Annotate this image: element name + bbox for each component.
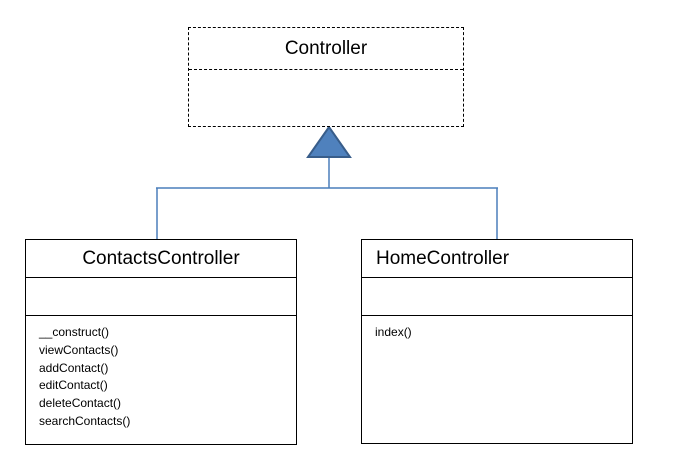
method-search-contacts: searchContacts()	[39, 413, 131, 428]
method-index: index()	[375, 325, 412, 339]
class-methods: __construct() viewContacts() addContact(…	[26, 316, 296, 431]
method-delete-contact: deleteContact()	[39, 396, 122, 411]
class-methods: index()	[362, 316, 632, 342]
class-name: Controller	[189, 28, 463, 70]
method-edit-contact: editContact()	[39, 378, 108, 393]
class-attributes	[362, 278, 632, 316]
generalization-arrowhead	[306, 125, 352, 158]
class-attributes	[189, 70, 463, 126]
class-name: HomeController	[362, 240, 632, 278]
class-name: ContactsController	[26, 240, 296, 278]
class-contacts-controller: ContactsController __construct() viewCon…	[25, 239, 297, 445]
method-view-contacts: viewContacts()	[39, 342, 119, 357]
method-construct: __construct()	[39, 325, 110, 339]
class-attributes	[26, 278, 296, 316]
class-home-controller: HomeController index()	[361, 239, 633, 444]
class-controller: Controller	[188, 27, 464, 127]
method-add-contact: addContact()	[39, 360, 109, 375]
